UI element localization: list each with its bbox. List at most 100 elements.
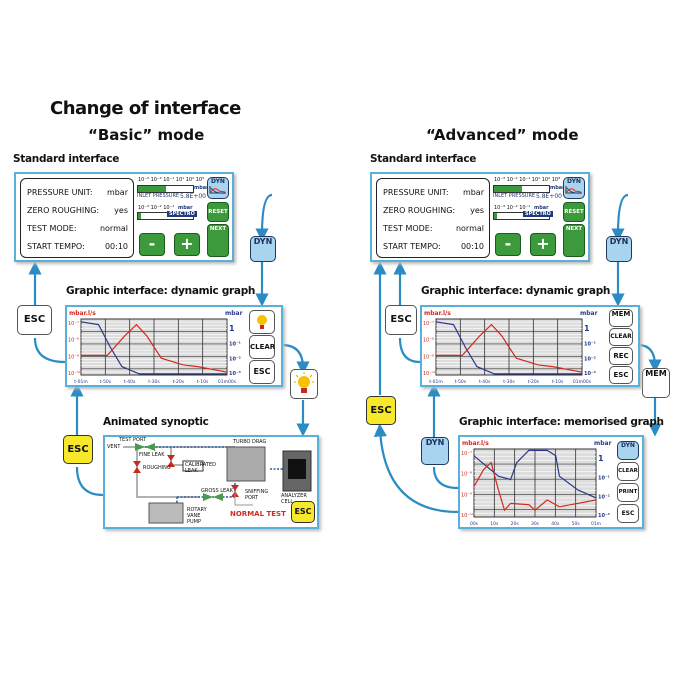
arrow-graph-to-mem: [637, 343, 662, 373]
inlet-pressure-bar: [137, 185, 194, 193]
leak-rate-curve: [473, 461, 597, 512]
dyn-button[interactable]: DYN: [563, 177, 585, 199]
clear-button[interactable]: CLEAR: [609, 328, 633, 346]
dynamic-graph-label: Graphic interface: dynamic graph: [66, 285, 256, 297]
dyn-transition-icon-adv: DYN: [606, 236, 632, 262]
dyn-button[interactable]: DYN: [617, 441, 639, 460]
spectro-unit: mbar: [534, 205, 549, 211]
x-tick: 20s: [511, 521, 520, 527]
x-tick: 50s: [572, 521, 581, 527]
arrow-graph-to-esc: [33, 337, 66, 364]
spectro-unit: mbar: [178, 205, 193, 211]
y-tick-left: 10⁻¹⁰: [68, 371, 81, 377]
esc-button[interactable]: ESC: [17, 305, 52, 335]
x-tick: 10s: [490, 521, 499, 527]
esc-button-adv[interactable]: ESC: [385, 305, 417, 335]
fine-leak-valve-icon: [135, 443, 155, 451]
dyn-label: DYN: [425, 438, 445, 447]
esc-button[interactable]: ESC: [617, 504, 639, 523]
next-button[interactable]: NEXT: [207, 224, 229, 257]
roughing-label: ROUGHING: [143, 465, 171, 471]
row-value: 00:10: [460, 242, 484, 251]
y-tick-left: 10⁻⁹: [423, 354, 434, 360]
minus-button[interactable]: -: [139, 233, 165, 256]
row-label: PRESSURE UNIT:: [383, 188, 449, 197]
synoptic-label: Animated synoptic: [103, 416, 209, 428]
dyn-transition-icon: DYN: [250, 236, 276, 262]
leak-rate-curve: [81, 323, 228, 373]
print-button[interactable]: PRINT: [617, 483, 639, 502]
right-unit: mbar: [580, 310, 598, 317]
row-value: normal: [455, 224, 484, 233]
plus-button[interactable]: +: [530, 233, 556, 256]
row-label: ZERO ROUGHING:: [383, 206, 456, 215]
dyn-label: DYN: [211, 178, 225, 185]
y-tick-left: 10⁻¹⁰: [461, 513, 474, 519]
pressure-curve: [80, 321, 227, 375]
y-tick-right: 10⁻¹: [584, 342, 596, 348]
x-tick: 30s: [531, 521, 540, 527]
y-tick-right: 10⁻¹: [229, 342, 241, 348]
reset-button[interactable]: RESET: [563, 202, 585, 222]
inlet-label: INLET PRESSURE: [493, 193, 536, 199]
fine-leak-label: FINE LEAK: [139, 452, 165, 458]
lightbulb-icon: [290, 369, 318, 399]
graph-icon: [565, 186, 582, 194]
dyn-button[interactable]: DYN: [207, 177, 229, 199]
plus-button[interactable]: +: [174, 233, 200, 256]
x-tick: t-30s: [148, 379, 160, 385]
row-label: PRESSURE UNIT:: [27, 188, 93, 197]
graph-icon: [209, 186, 226, 194]
y-tick-left: 10⁻⁹: [68, 354, 79, 360]
esc-button[interactable]: ESC: [249, 360, 275, 384]
y-tick-left: 10⁻¹⁰: [423, 371, 436, 377]
dynamic-graph-label-adv: Graphic interface: dynamic graph: [421, 285, 611, 297]
calibrated-leak-label: CALIBRATED LEAK: [185, 462, 216, 474]
spectro-label: SPECTRO: [523, 211, 553, 217]
y-tick-right: 10⁻²: [584, 356, 596, 362]
rec-button[interactable]: REC: [609, 347, 633, 365]
rotary-vane-pump-icon: [148, 502, 184, 524]
dyn-label: DYN: [253, 237, 273, 246]
right-unit: mbar: [594, 440, 612, 447]
left-unit: mbar.l/s: [424, 310, 451, 317]
roughing-valve-icon: [133, 461, 141, 473]
mem-button[interactable]: MEM: [609, 309, 633, 327]
lightbulb-button[interactable]: [249, 310, 275, 334]
x-tick: t-10s: [552, 379, 564, 385]
row-label: START TEMPO:: [383, 242, 441, 251]
row-value: mbar: [462, 188, 484, 197]
row-label: TEST MODE:: [27, 224, 77, 233]
analyzer-cell-label: ANALYZER CELL: [281, 493, 307, 505]
right-unit: mbar: [225, 310, 243, 317]
esc-yellow-button[interactable]: ESC: [63, 435, 93, 464]
esc-yellow-button-adv[interactable]: ESC: [366, 396, 396, 425]
esc-button[interactable]: ESC: [609, 366, 633, 384]
next-button[interactable]: NEXT: [563, 224, 585, 257]
row-label: TEST MODE:: [383, 224, 433, 233]
standard-interface-label: Standard interface: [13, 153, 120, 165]
arrow-graph-to-bulb: [281, 343, 310, 375]
inlet-scale: 10⁻³ 10⁻² 10⁻¹ 10¹ 10² 10³: [138, 177, 205, 183]
row-value: mbar: [106, 188, 128, 197]
y-tick-right: 1: [584, 324, 590, 333]
inlet-scale: 10⁻³ 10⁻² 10⁻¹ 10¹ 10² 10³: [494, 177, 561, 183]
leak-rate-curve: [436, 323, 583, 373]
x-tick: 01m00s: [573, 379, 592, 385]
x-tick: t-10s: [197, 379, 209, 385]
reset-button[interactable]: RESET: [207, 202, 229, 222]
dyn-transition-icon-mem: DYN: [421, 437, 449, 465]
calibrated-leak-icon: [182, 460, 204, 472]
clear-button[interactable]: CLEAR: [249, 335, 275, 359]
x-tick: t-40s: [479, 379, 491, 385]
minus-button[interactable]: -: [495, 233, 521, 256]
esc-button[interactable]: ESC: [291, 501, 315, 523]
clear-button[interactable]: CLEAR: [617, 462, 639, 481]
y-tick-right: 10⁻²: [598, 494, 610, 500]
inlet-value: 5.8E+00: [536, 193, 562, 200]
